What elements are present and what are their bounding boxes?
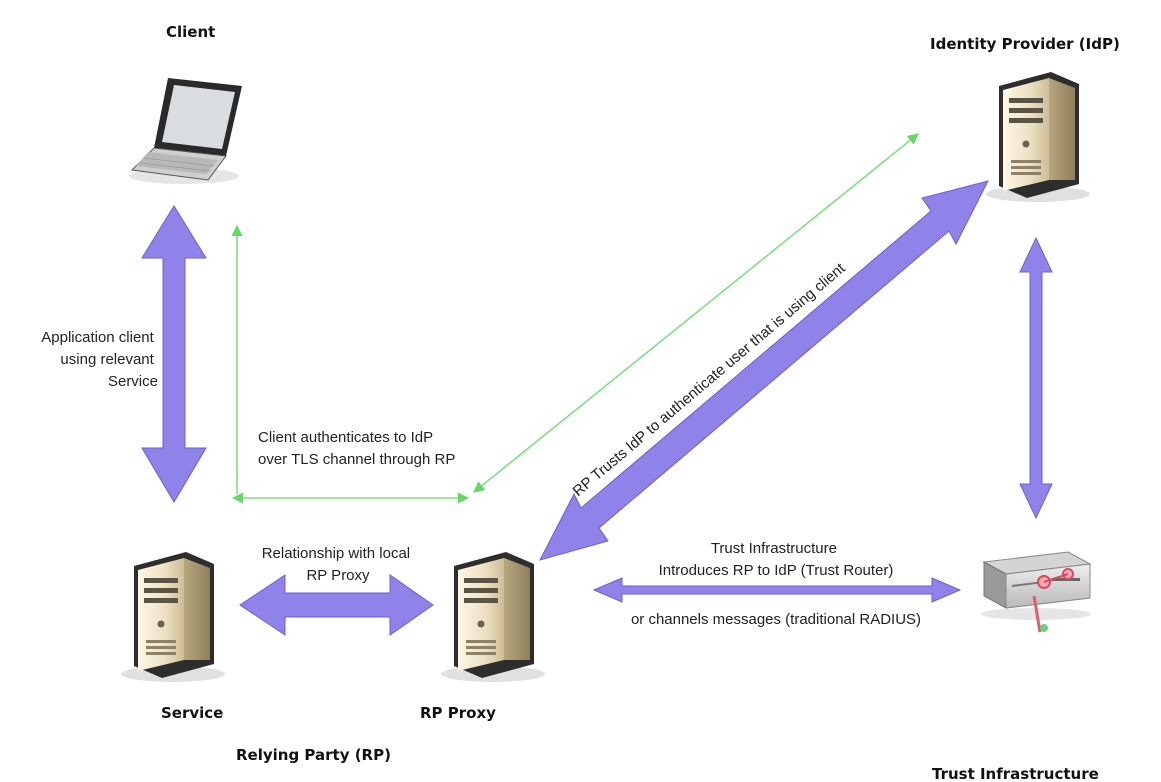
trust-router-arrow — [592, 577, 962, 603]
relationship-arrow — [239, 574, 434, 636]
service-server-icon — [121, 552, 225, 682]
rack-server-icon — [981, 551, 1092, 633]
idp-title: Identity Provider (IdP) — [930, 35, 1120, 53]
rp-proxy-title: RP Proxy — [420, 704, 496, 722]
tls-channel-lines — [231, 133, 919, 504]
service-title: Service — [161, 704, 223, 722]
client-title: Client — [166, 23, 215, 41]
trust-infrastructure-title: Trust Infrastructure — [932, 765, 1099, 782]
client-auth-label: Client authenticates to IdP over TLS cha… — [258, 429, 455, 468]
rp-proxy-server-icon — [441, 552, 545, 682]
trust-intro-label: Trust Infrastructure Introduces RP to Id… — [659, 540, 894, 579]
rp-trusts-label: RP Trusts IdP to authenticate user that … — [570, 259, 850, 500]
relationship-label: Relationship with local RP Proxy — [262, 545, 415, 584]
channels-label: or channels messages (traditional RADIUS… — [631, 611, 921, 628]
app-client-label: Application client using relevant Servic… — [41, 329, 158, 390]
idp-trust-arrow — [1019, 236, 1053, 520]
relying-party-title: Relying Party (RP) — [236, 746, 391, 764]
rp-trusts-idp-arrow — [539, 180, 989, 561]
laptop-icon — [129, 78, 242, 184]
app-client-arrow — [141, 205, 207, 503]
tls-line-diagonal — [473, 133, 919, 493]
idp-server-icon — [986, 72, 1090, 202]
